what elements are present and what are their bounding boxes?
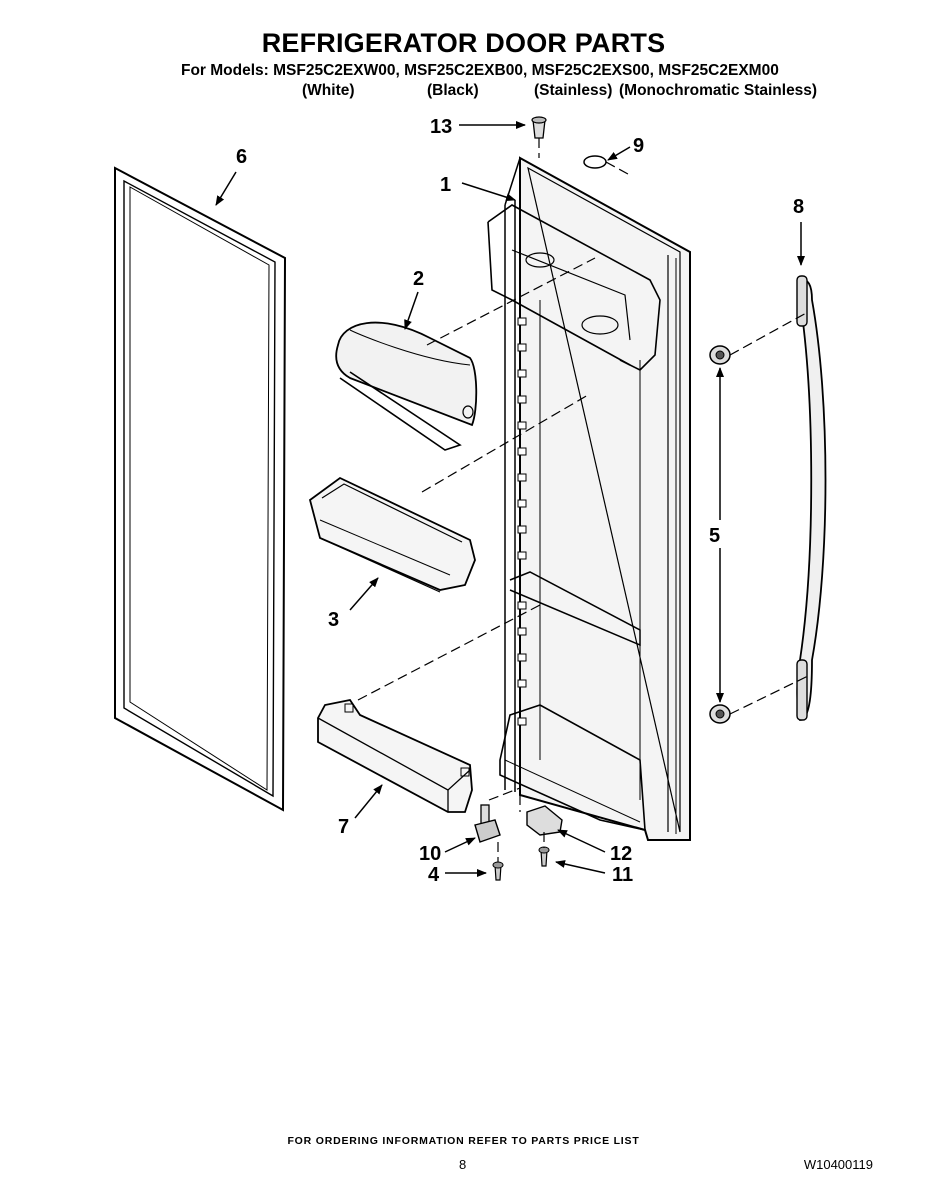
door-handle bbox=[796, 275, 827, 721]
callout-2: 2 bbox=[413, 268, 424, 290]
callout-3: 3 bbox=[328, 609, 339, 631]
handle-mounting-screws bbox=[709, 345, 731, 724]
top-plug bbox=[583, 155, 607, 169]
model-list: For Models: MSF25C2EXW00, MSF25C2EXB00, … bbox=[181, 62, 779, 79]
callout-10: 10 bbox=[419, 843, 441, 865]
callout-9: 9 bbox=[633, 135, 644, 157]
callout-4: 4 bbox=[428, 864, 440, 886]
door-gasket bbox=[114, 166, 287, 812]
callout-11: 11 bbox=[612, 864, 633, 886]
page-title: REFRIGERATOR DOOR PARTS bbox=[261, 28, 666, 58]
top-hinge-bushing bbox=[531, 116, 547, 139]
callout-7: 7 bbox=[338, 816, 349, 838]
variant-white: (White) bbox=[302, 82, 355, 99]
door-liner bbox=[487, 156, 691, 841]
callout-5: 5 bbox=[709, 525, 720, 547]
dairy-door bbox=[335, 321, 478, 451]
callout-13: 13 bbox=[430, 116, 452, 138]
variant-stainless: (Stainless) bbox=[534, 82, 613, 99]
callout-8: 8 bbox=[793, 196, 804, 218]
variant-monochromatic-stainless: (Monochromatic Stainless) bbox=[619, 82, 818, 99]
ordering-note: FOR ORDERING INFORMATION REFER TO PARTS … bbox=[287, 1135, 640, 1147]
callout-arrows bbox=[215, 121, 805, 877]
bottom-bin bbox=[317, 698, 473, 813]
page-number: 8 bbox=[459, 1157, 467, 1172]
callout-1: 1 bbox=[440, 174, 451, 196]
assembly-guide-lines bbox=[357, 138, 809, 862]
document-number: W10400119 bbox=[803, 1157, 873, 1172]
callout-12: 12 bbox=[610, 843, 632, 865]
variant-black: (Black) bbox=[427, 82, 479, 99]
door-bin bbox=[308, 476, 476, 593]
hinge-hardware bbox=[474, 804, 563, 881]
callout-6: 6 bbox=[236, 146, 247, 168]
